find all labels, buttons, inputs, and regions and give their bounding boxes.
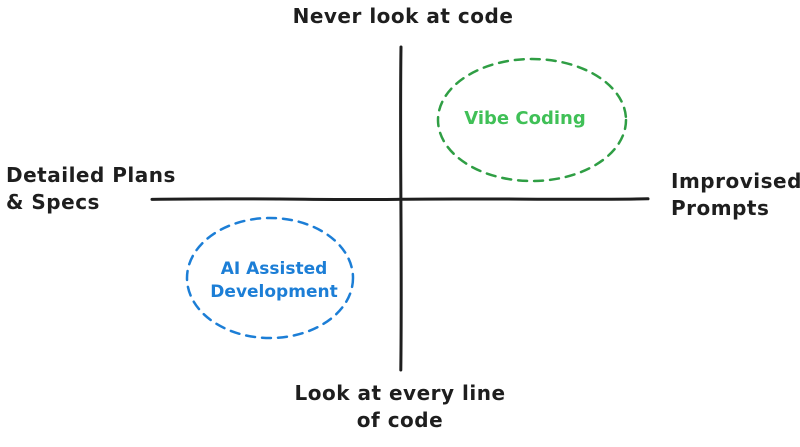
ai-assisted-label-line-2: Development [210, 282, 338, 302]
right-axis-label: Improvised Prompts [671, 168, 800, 222]
y-axis-line [399, 45, 403, 372]
bottom-axis-label: Look at every line of code [294, 380, 505, 434]
left-axis-label-line-1: Detailed Plans [6, 163, 176, 187]
right-axis-label-line-2: Prompts [671, 196, 770, 220]
ai-assisted-ellipse [185, 216, 355, 340]
ai-assisted-label-line-1: AI Assisted [220, 259, 328, 279]
top-axis-label: Never look at code [292, 4, 514, 28]
bottom-axis-label-line-2: of code [356, 408, 444, 432]
ai-assisted-label: AI Assisted Development [210, 258, 337, 304]
vibe-coding-ellipse [436, 57, 628, 183]
bottom-axis-label-line-1: Look at every line [294, 381, 506, 405]
vibe-coding-label: Vibe Coding [464, 108, 586, 129]
left-axis-label: Detailed Plans & Specs [6, 162, 176, 216]
left-axis-label-line-2: & Specs [6, 190, 100, 214]
right-axis-label-line-1: Improvised [671, 169, 800, 193]
